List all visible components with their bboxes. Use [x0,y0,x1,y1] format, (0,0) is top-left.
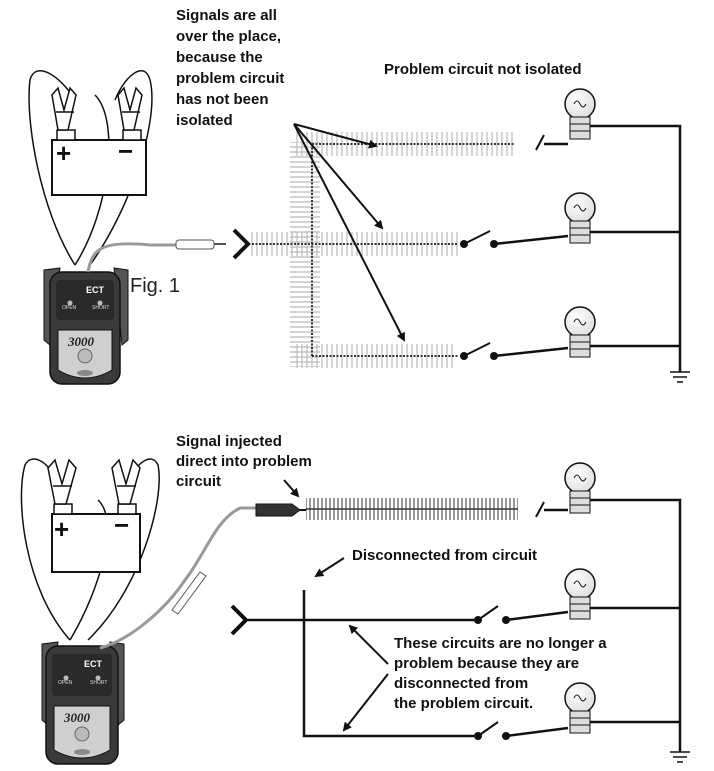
probe-lead [99,506,262,650]
bottom-caption-line-1: Signal injected [176,433,282,450]
switch-middle-icon [474,605,569,624]
device-short-label: SHORT [90,680,107,686]
device-brand: ECT [84,659,103,669]
switch-middle-icon [460,230,569,248]
bulb-icon [564,462,596,514]
battery-minus: − [114,510,129,540]
disconnected-label: Disconnected from circuit [352,547,537,564]
battery-plus: + [56,138,71,168]
top-caption-line-6: isolated [176,112,233,129]
connector-chevron-icon [232,228,251,260]
top-figure: + − ECT OPEN SHORT 3000 [28,7,690,385]
clamp-right-icon [117,86,143,131]
top-caption-line-1: Signals are all [176,7,277,24]
battery-plus: + [54,514,69,544]
top-caption-line-2: over the place, [176,28,281,45]
battery-body [51,139,147,196]
top-caption-line-4: problem circuit [176,70,284,87]
switch-bottom-icon [474,721,569,740]
switch-bottom-icon [460,342,569,360]
device-open-label: OPEN [58,680,73,686]
bulb-icon [564,88,596,140]
top-caption-line-3: because the [176,49,263,66]
tester-device-top: ECT OPEN SHORT 3000 [43,267,129,385]
device-open-label: OPEN [62,305,77,311]
ground-icon [670,751,690,763]
device-brand: ECT [86,285,105,295]
bulb-icon [564,306,596,358]
probe-body [171,571,207,615]
bottom-caption-line-3: circuit [176,473,221,490]
battery-top: + − [28,70,153,266]
bulb-icon [564,568,596,620]
battery-minus: − [118,136,133,166]
bottom-caption-line-2: direct into problem [176,453,312,470]
probe-clip [255,503,301,517]
ground-icon [670,371,690,383]
battery-body [51,513,141,573]
tester-device-bottom: ECT OPEN SHORT 3000 [41,641,125,765]
note-line-3: disconnected from [394,675,528,692]
probe-lead [86,242,178,273]
battery-bottom: + − [20,458,160,641]
top-title: Problem circuit not isolated [384,61,582,78]
device-short-label: SHORT [92,305,109,311]
note-line-2: problem because they are [394,655,579,672]
note-line-1: These circuits are no longer a [394,635,607,652]
connector-chevron-icon [230,604,249,636]
note-line-4: the problem circuit. [394,695,533,712]
clamp-left-icon [47,458,77,505]
bulb-icon [564,192,596,244]
device-model: 3000 [63,710,91,725]
figure-label: Fig. 1 [130,275,180,297]
device-model: 3000 [67,334,95,349]
clamp-right-icon [111,458,141,505]
clamp-left-icon [51,86,77,131]
probe-tip [175,239,215,250]
bottom-figure: + − ECT OPEN SHORT 3000 [20,433,690,765]
bulb-icon [564,682,596,734]
top-caption-line-5: has not been [176,91,269,108]
